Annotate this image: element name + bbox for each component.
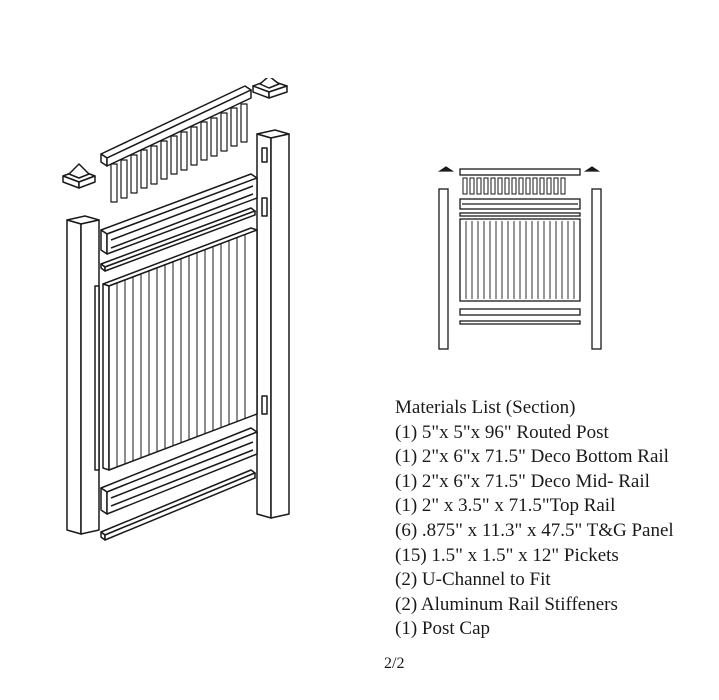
top-rail <box>100 85 252 167</box>
material-item: (1) 2"x 6"x 71.5" Deco Mid- Rail <box>395 470 650 492</box>
u-channel-top <box>459 212 581 217</box>
stiffener <box>459 320 581 325</box>
deco-bottom-rail <box>100 427 258 515</box>
bottom-rail <box>459 308 581 316</box>
right-post-cap <box>252 78 288 99</box>
deco-mid-rail <box>100 173 258 255</box>
u-channel-upper <box>100 207 256 272</box>
top-rail <box>459 168 581 176</box>
tg-panel <box>102 227 258 471</box>
pickets <box>462 177 566 195</box>
right-post <box>256 129 290 519</box>
front-view-illustration <box>437 166 602 350</box>
material-item: (1) 2" x 3.5" x 71.5"Top Rail <box>395 495 616 517</box>
right-cap <box>583 166 601 172</box>
materials-title: Materials List (Section) <box>395 397 576 418</box>
material-item: (2) U-Channel to Fit <box>395 569 551 591</box>
materials-list: Materials List (Section) (1) 5"x 5"x 96"… <box>395 396 674 642</box>
aluminum-rail-stiffener <box>100 469 256 541</box>
u-channel-left <box>94 285 100 471</box>
pickets <box>110 103 248 203</box>
left-post <box>438 188 449 350</box>
material-item: (1) 5"x 5"x 96" Routed Post <box>395 421 609 443</box>
material-item: (15) 1.5" x 1.5" x 12" Pickets <box>395 544 619 566</box>
page-number: 2/2 <box>384 655 405 672</box>
material-item: (1) 2"x 6"x 71.5" Deco Bottom Rail <box>395 446 669 468</box>
material-item: (2) Aluminum Rail Stiffeners <box>395 593 618 615</box>
right-post <box>591 188 602 350</box>
left-post <box>66 215 100 535</box>
left-cap <box>437 166 455 172</box>
exploded-fence-illustration <box>62 78 290 541</box>
material-item: (6) .875" x 11.3" x 47.5" T&G Panel <box>395 519 674 541</box>
left-post-cap <box>62 163 96 189</box>
material-item: (1) Post Cap <box>395 618 490 640</box>
